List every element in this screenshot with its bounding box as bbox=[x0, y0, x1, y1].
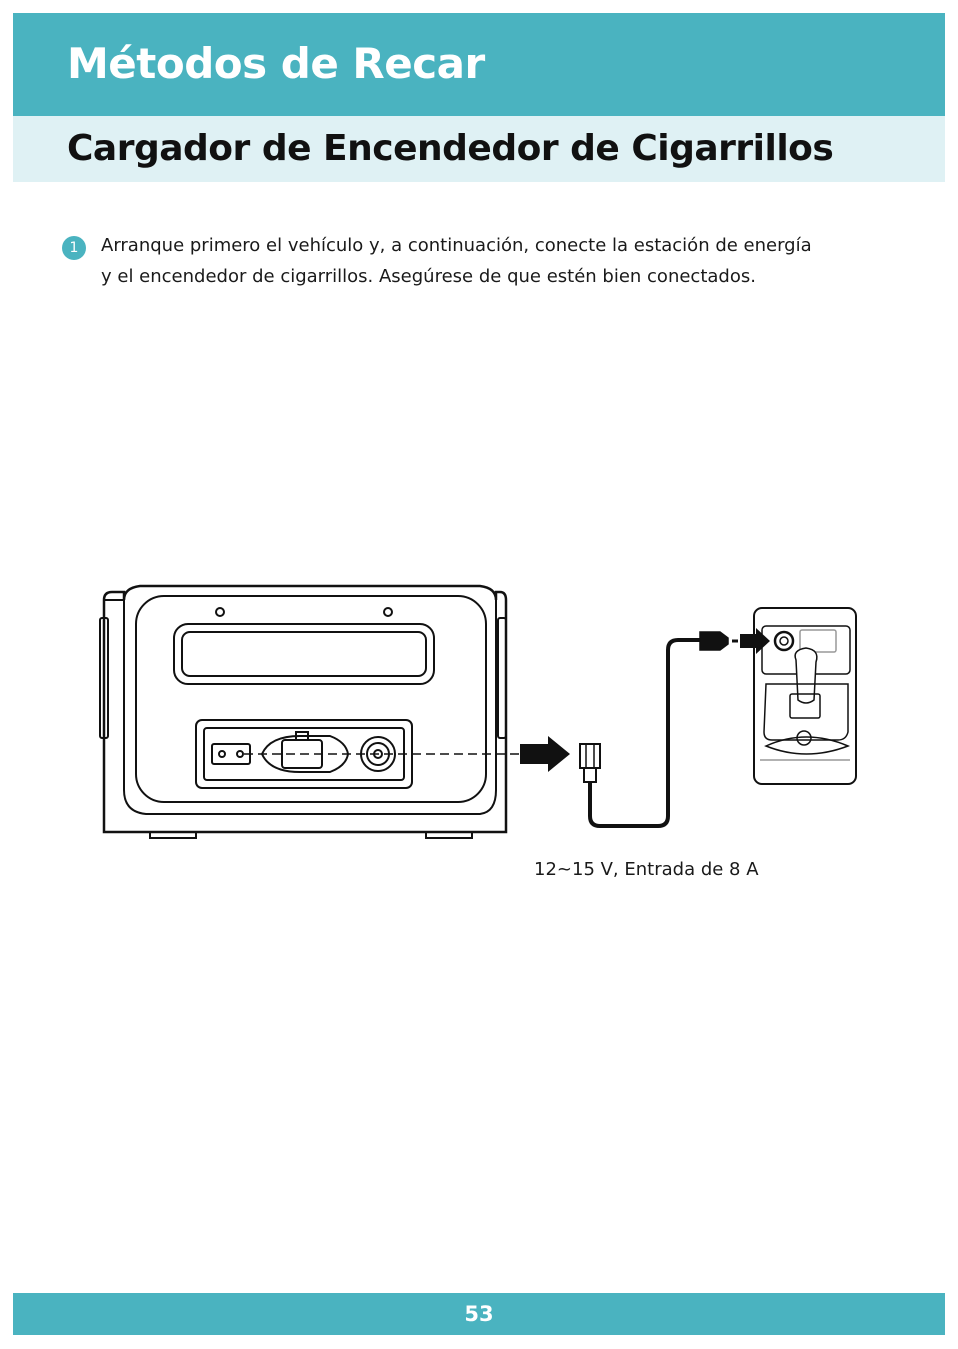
connection-line bbox=[244, 736, 570, 772]
power-station-drawing bbox=[100, 586, 506, 838]
car-console-drawing bbox=[754, 608, 856, 784]
page-footer: 53 bbox=[13, 1293, 945, 1335]
car-charging-cable bbox=[580, 628, 770, 826]
page-number: 53 bbox=[13, 1302, 945, 1326]
input-spec-caption: 12~15 V, Entrada de 8 A bbox=[534, 859, 759, 880]
